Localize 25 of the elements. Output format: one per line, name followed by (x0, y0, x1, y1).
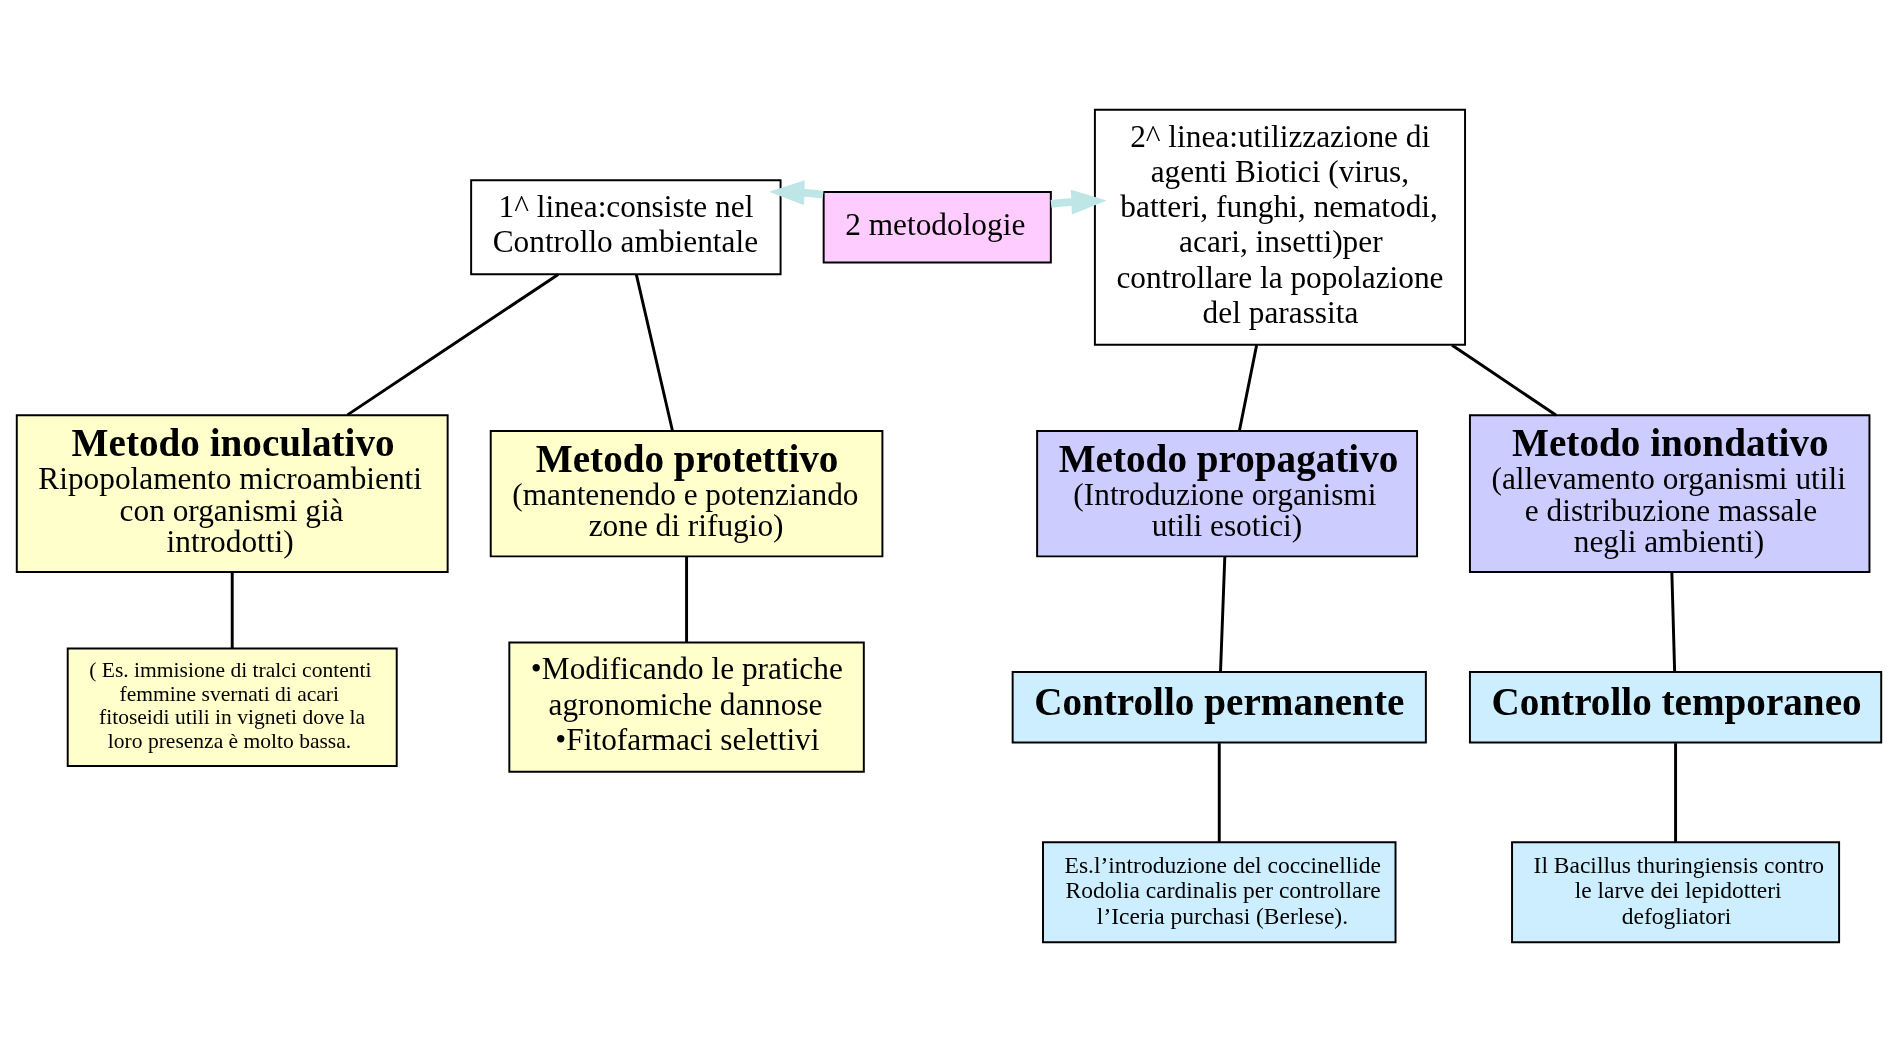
connector (1670, 571, 1677, 672)
connector (685, 556, 689, 642)
node-box: Il Bacillus thuringiensis contro le larve dei lepidotteri defogliatori (1511, 840, 1841, 943)
node-box: Controllo permanente (1011, 670, 1427, 743)
connector (634, 273, 674, 431)
node-box: Controllo temporaneo (1468, 670, 1883, 743)
node-box: Metodo protettivo (mantenendo e potenziando zone di rifugio) (489, 429, 884, 557)
connector (1451, 343, 1557, 416)
connector (1674, 742, 1678, 842)
connector (230, 572, 234, 648)
node-box: 2^ linea:utilizzazione di agenti Biotici (virus, batteri, funghi, nematodi, acari, insetti)per controllare la popolazione del parassita (1093, 108, 1467, 346)
node-box: ( Es. immisione di tralci contenti femmine svernati di acari fitoseidi utili in vigneti dove la loro presenza è molto bassa. (66, 646, 398, 767)
connector (346, 272, 559, 416)
connector (1238, 344, 1259, 431)
node-box: Metodo propagativo (Introduzione organismi utili esotici) (1036, 429, 1419, 557)
node-box: 2 metodologie (822, 190, 1052, 264)
node-box: Metodo inoculativo Ripopolamento microambienti con organismi già introdotti) (15, 413, 449, 573)
connector (1219, 556, 1227, 672)
node-box: 1^ linea:consiste nel Controllo ambientale (470, 178, 782, 275)
arrow (1050, 189, 1107, 214)
node-box: Metodo inondativo (allevamento organismi utili e distribuzione massale negli ambienti) (1468, 413, 1871, 573)
connector (1217, 742, 1221, 842)
node-box: •Modificando le pratiche agronomiche dannose •Fitofarmaci selettivi (508, 641, 865, 773)
arrow (769, 179, 824, 205)
node-box: Es.l’introduzione del coccinellide Rodolia cardinalis per controllare l’Iceria purchasi (Berlese). (1042, 840, 1397, 943)
